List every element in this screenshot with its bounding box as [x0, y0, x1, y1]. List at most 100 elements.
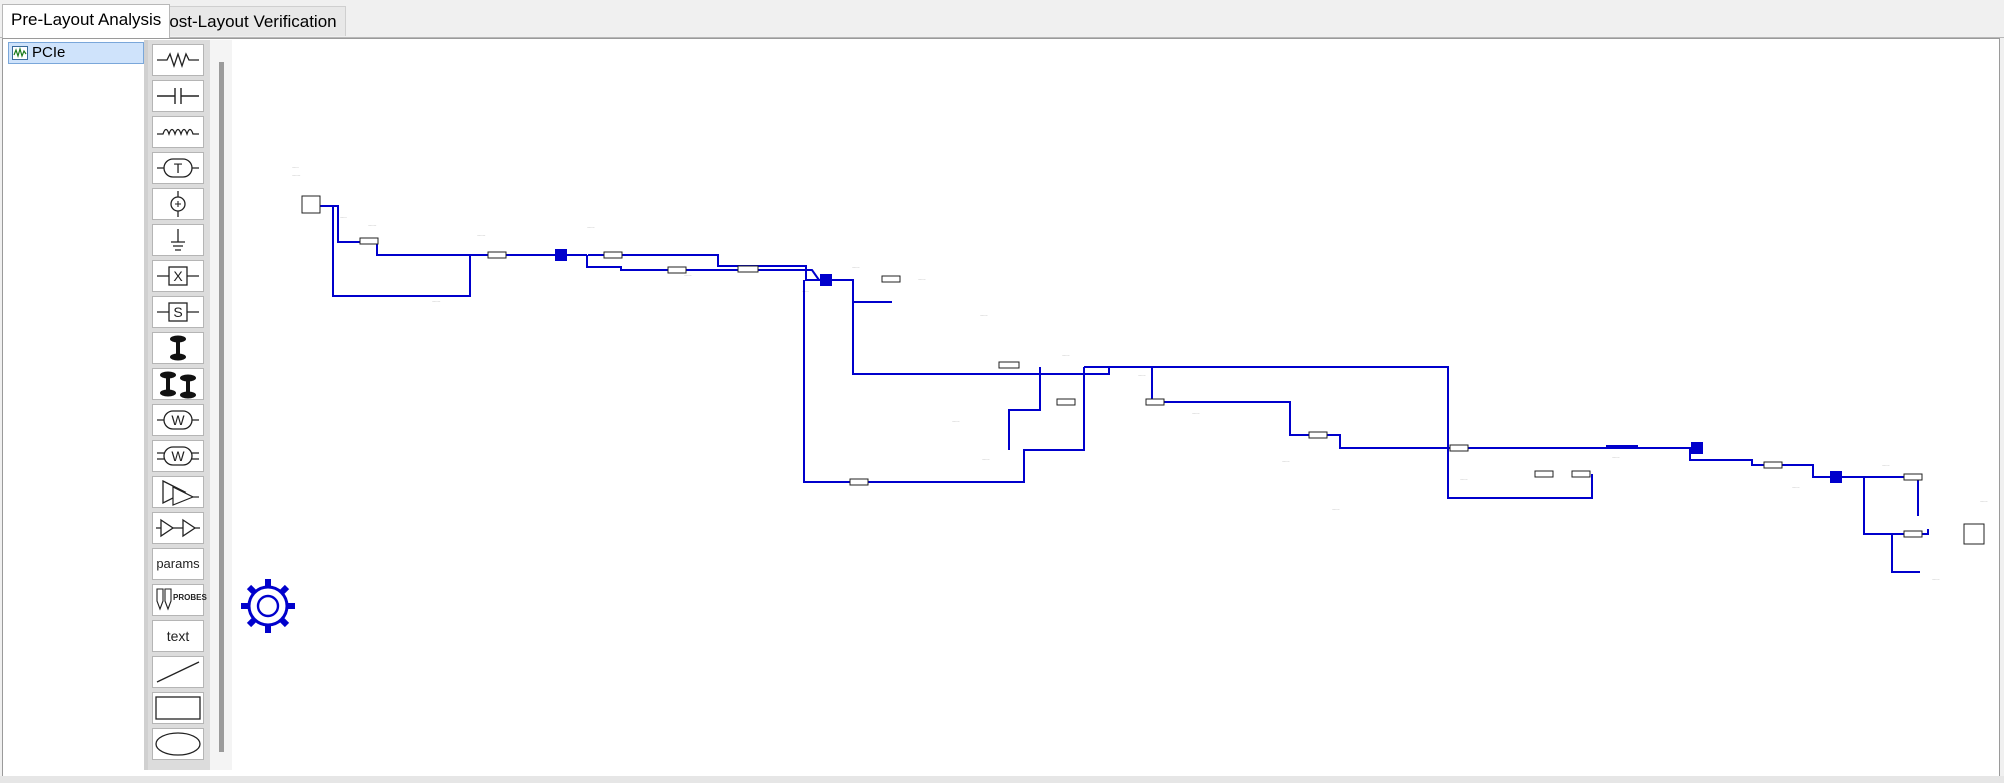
tab-pre-layout-analysis[interactable]: Pre-Layout Analysis: [2, 4, 171, 38]
probes-label: PROBES: [173, 593, 207, 602]
params-label: params: [156, 556, 200, 571]
via-marker[interactable]: [1830, 471, 1842, 483]
x-block-label: X: [173, 268, 183, 284]
differential-via-tool[interactable]: [152, 368, 204, 400]
text-tool[interactable]: text: [152, 620, 204, 652]
ibis-driver-tool[interactable]: [152, 476, 204, 508]
via-marker[interactable]: [820, 274, 832, 286]
inductor-tool[interactable]: [152, 116, 204, 148]
via-marker[interactable]: [555, 249, 567, 261]
s-parameter-tool[interactable]: S: [152, 296, 204, 328]
svg-text:.........: .........: [1612, 455, 1620, 459]
x-block-icon: [157, 266, 199, 286]
coupled-w-element-tool[interactable]: W: [152, 440, 204, 472]
inductor-icon: [157, 128, 199, 137]
transmission-line-tool[interactable]: T: [152, 152, 204, 184]
tab-post-layout-verification[interactable]: Post-Layout Verification: [149, 6, 346, 36]
tline-component[interactable]: [998, 361, 1020, 369]
tline-component[interactable]: [1449, 444, 1469, 452]
probes-tool[interactable]: PROBES: [152, 584, 207, 616]
text-tool-label: text: [166, 628, 190, 644]
tline-component[interactable]: [1763, 461, 1783, 469]
svg-text:.........: .........: [1792, 485, 1800, 489]
tline-component[interactable]: [487, 251, 507, 259]
svg-text:........: ........: [292, 165, 299, 169]
palette-scroll-thumb[interactable]: [219, 62, 224, 752]
line-tool[interactable]: [152, 656, 204, 688]
w-element-tool[interactable]: W: [152, 404, 204, 436]
buffer-pair-tool[interactable]: [152, 512, 204, 544]
tline-component[interactable]: [359, 237, 379, 245]
svg-text:.........: .........: [1062, 353, 1070, 357]
tline-component[interactable]: [1145, 398, 1165, 406]
svg-text:.........: .........: [1192, 411, 1200, 415]
svg-text:.........: .........: [587, 225, 595, 229]
svg-text:.........: .........: [1932, 577, 1940, 581]
svg-text:.........: .........: [980, 313, 988, 317]
schematic-canvas[interactable]: .................. .................. ..…: [232, 40, 1998, 772]
svg-text:........: ........: [340, 215, 347, 219]
svg-text:.........: .........: [952, 419, 960, 423]
tline-component[interactable]: [849, 478, 869, 486]
voltage-source-icon: [170, 191, 186, 217]
tline-component[interactable]: [603, 251, 623, 259]
tline-component[interactable]: [881, 275, 901, 283]
svg-text:.........: .........: [1460, 477, 1468, 481]
svg-text:.........: .........: [1138, 373, 1146, 377]
probe-icon: [156, 588, 172, 611]
svg-text:.........: .........: [1332, 507, 1340, 511]
waveform-icon: [12, 46, 28, 60]
tline-component[interactable]: [667, 266, 687, 274]
svg-text:.........: .........: [1882, 463, 1890, 467]
tab-bar: Pre-Layout Analysis Post-Layout Verifica…: [0, 0, 2004, 38]
ellipse-tool[interactable]: [152, 728, 204, 760]
tree-item-label: PCIe: [32, 44, 66, 61]
resistor-tool[interactable]: [152, 44, 204, 76]
tline-component[interactable]: [1056, 398, 1076, 406]
receiver-component[interactable]: [1963, 523, 1985, 545]
coupled-w-element-icon: [157, 446, 199, 466]
status-bar: [0, 776, 2004, 783]
driver-component[interactable]: [301, 195, 321, 214]
tline-component[interactable]: [737, 265, 759, 273]
svg-text:..........: ..........: [292, 173, 301, 177]
svg-text:.........: .........: [918, 277, 926, 281]
x-block-tool[interactable]: X: [152, 260, 204, 292]
via-marker[interactable]: [1691, 442, 1703, 454]
w-element-icon: [157, 410, 199, 430]
rectangle-tool[interactable]: [152, 692, 204, 724]
tline-component[interactable]: [1571, 470, 1591, 478]
panel-splitter[interactable]: [144, 40, 148, 770]
schematic-labels: .................. .................. ..…: [292, 165, 1988, 581]
resistor-icon: [157, 51, 199, 69]
tline-component[interactable]: [1534, 470, 1554, 478]
component-palette: T X S W W params PROBES text: [148, 40, 210, 770]
via-icon: [170, 335, 186, 361]
schematic-settings-gear[interactable]: [241, 579, 295, 633]
svg-text:..........: ..........: [477, 233, 486, 237]
capacitor-tool[interactable]: [152, 80, 204, 112]
svg-text:.........: .........: [982, 457, 990, 461]
params-tool[interactable]: params: [152, 548, 204, 580]
ground-icon: [171, 229, 185, 251]
svg-text:........: ........: [802, 289, 809, 293]
differential-via-icon: [160, 371, 196, 399]
via-tool[interactable]: [152, 332, 204, 364]
transmission-line-icon: [157, 158, 199, 178]
tline-component[interactable]: [1903, 530, 1923, 538]
svg-text:..........: ..........: [432, 299, 441, 303]
line-icon: [156, 661, 200, 683]
voltage-source-tool[interactable]: [152, 188, 204, 220]
capacitor-icon: [157, 88, 199, 104]
s-parameter-label: S: [173, 304, 183, 320]
rectangle-icon: [155, 696, 201, 720]
ground-tool[interactable]: [152, 224, 204, 256]
tline-component[interactable]: [1308, 431, 1328, 439]
tree-item-pcie[interactable]: PCIe: [8, 42, 144, 64]
s-parameter-icon: [157, 302, 199, 322]
palette-scrollbar[interactable]: [210, 40, 232, 770]
schematic-components: [301, 195, 1985, 545]
project-tree[interactable]: PCIe: [6, 40, 146, 770]
schematic-vias: [555, 249, 1842, 483]
tline-component[interactable]: [1903, 473, 1923, 481]
